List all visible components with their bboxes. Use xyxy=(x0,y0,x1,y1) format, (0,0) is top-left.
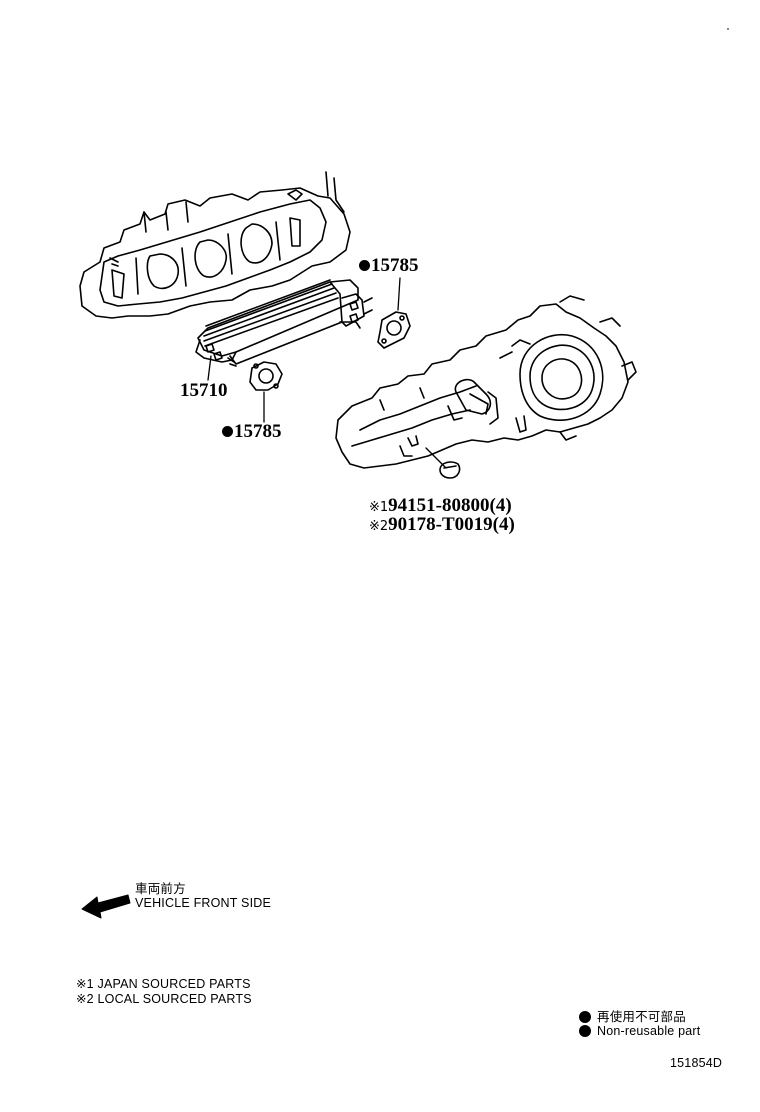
callout-part-local: ※290178-T0019(4) xyxy=(369,514,515,535)
non-reusable-dot-icon xyxy=(579,1011,591,1023)
gasket-upper-drawing xyxy=(377,311,411,349)
oil-cooler-drawing xyxy=(195,279,373,367)
cylinder-head-drawing xyxy=(79,171,351,319)
gasket-lower-drawing xyxy=(249,361,283,391)
vehicle-front-arrow xyxy=(81,894,131,919)
callout-gasket-lower: 15785 xyxy=(222,421,282,443)
note-local-sourced: ※2 LOCAL SOURCED PARTS xyxy=(76,992,252,1006)
callout-part-japan: ※194151-80800(4) xyxy=(369,495,512,516)
housing-assembly-drawing xyxy=(335,295,637,469)
direction-label-en: VEHICLE FRONT SIDE xyxy=(135,896,272,910)
non-reusable-dot-icon xyxy=(222,426,233,437)
non-reusable-dot-icon xyxy=(579,1025,591,1037)
non-reusable-dot-icon xyxy=(359,260,370,271)
seal-drawing xyxy=(439,461,461,479)
legend-en: Non-reusable part xyxy=(579,1024,700,1038)
figure-id: 151854D xyxy=(670,1056,723,1070)
corner-speck xyxy=(727,28,729,30)
legend-jp: 再使用不可部品 xyxy=(579,1006,686,1025)
direction-label-jp: 車両前方 xyxy=(135,881,186,896)
callout-oil-cooler: 15710 xyxy=(180,380,228,401)
note-japan-sourced: ※1 JAPAN SOURCED PARTS xyxy=(76,977,251,991)
callout-gasket-upper: 15785 xyxy=(359,255,419,277)
